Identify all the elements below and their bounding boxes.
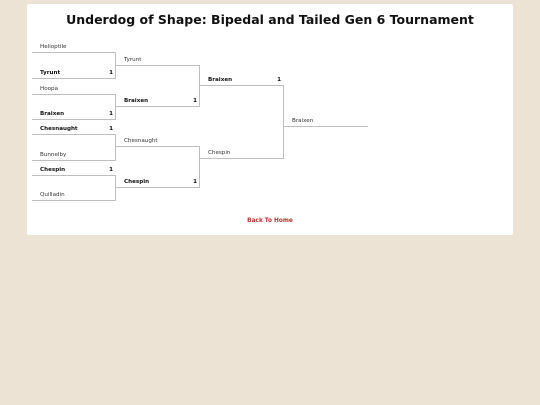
bracket-connector bbox=[115, 175, 116, 200]
player-name: Chespin bbox=[40, 167, 66, 173]
player-name: Chesnaught bbox=[40, 126, 78, 132]
bracket-connector bbox=[115, 134, 116, 160]
player-name: Helioptile bbox=[40, 44, 67, 50]
bracket-slot-r1-m3-bottom: Bunnelby bbox=[32, 148, 116, 161]
champion-name: Braixen bbox=[292, 118, 314, 124]
player-score: 1 bbox=[109, 111, 113, 117]
player-name: Hoopa bbox=[40, 86, 59, 92]
player-name: Quilladin bbox=[40, 192, 65, 198]
bracket-slot-r1-m4-top: Chespin 1 bbox=[32, 163, 116, 176]
bracket-slot-r2-m1-top: Tyrunt bbox=[116, 53, 200, 66]
player-name: Bunnelby bbox=[40, 152, 67, 158]
player-name: Tyrunt bbox=[40, 70, 61, 76]
bracket-connector bbox=[199, 65, 200, 106]
bracket-slot-r1-m2-top: Hoopa bbox=[32, 82, 116, 95]
bracket-slot-r3-m1-top: Braixen 1 bbox=[200, 73, 284, 86]
player-name: Chesnaught bbox=[124, 138, 158, 144]
player-name: Braixen bbox=[40, 111, 65, 117]
player-score: 1 bbox=[109, 126, 113, 132]
player-score: 1 bbox=[193, 179, 197, 185]
player-score: 1 bbox=[277, 77, 281, 83]
bracket-slot-champion: Braixen bbox=[284, 114, 368, 127]
bracket-connector bbox=[283, 85, 284, 158]
player-score: 1 bbox=[109, 70, 113, 76]
bracket-slot-r1-m1-bottom: Tyrunt 1 bbox=[32, 66, 116, 79]
player-score: 1 bbox=[193, 98, 197, 104]
bracket-slot-r1-m4-bottom: Quilladin bbox=[32, 188, 116, 201]
player-name: Chespin bbox=[208, 150, 231, 156]
bracket-slot-r1-m2-bottom: Braixen 1 bbox=[32, 107, 116, 120]
bracket-slot-r2-m1-bottom: Braixen 1 bbox=[116, 94, 200, 107]
bracket-slot-r2-m2-top: Chesnaught bbox=[116, 134, 200, 147]
page-title: Underdog of Shape: Bipedal and Tailed Ge… bbox=[66, 12, 474, 27]
bracket-connector bbox=[115, 52, 116, 78]
bracket-slot-r3-m1-bottom: Chespin bbox=[200, 146, 284, 159]
player-name: Braixen bbox=[124, 98, 149, 104]
player-name: Chespin bbox=[124, 179, 150, 185]
player-score: 1 bbox=[109, 167, 113, 173]
bracket-slot-r1-m1-top: Helioptile bbox=[32, 40, 116, 53]
bracket-connector bbox=[115, 94, 116, 119]
player-name: Tyrunt bbox=[124, 57, 142, 63]
bracket-slot-r2-m2-bottom: Chespin 1 bbox=[116, 175, 200, 188]
bracket-connector bbox=[199, 146, 200, 187]
player-name: Braixen bbox=[208, 77, 233, 83]
bracket-slot-r1-m3-top: Chesnaught 1 bbox=[32, 122, 116, 135]
back-to-home-link[interactable]: Back To Home bbox=[247, 218, 293, 224]
